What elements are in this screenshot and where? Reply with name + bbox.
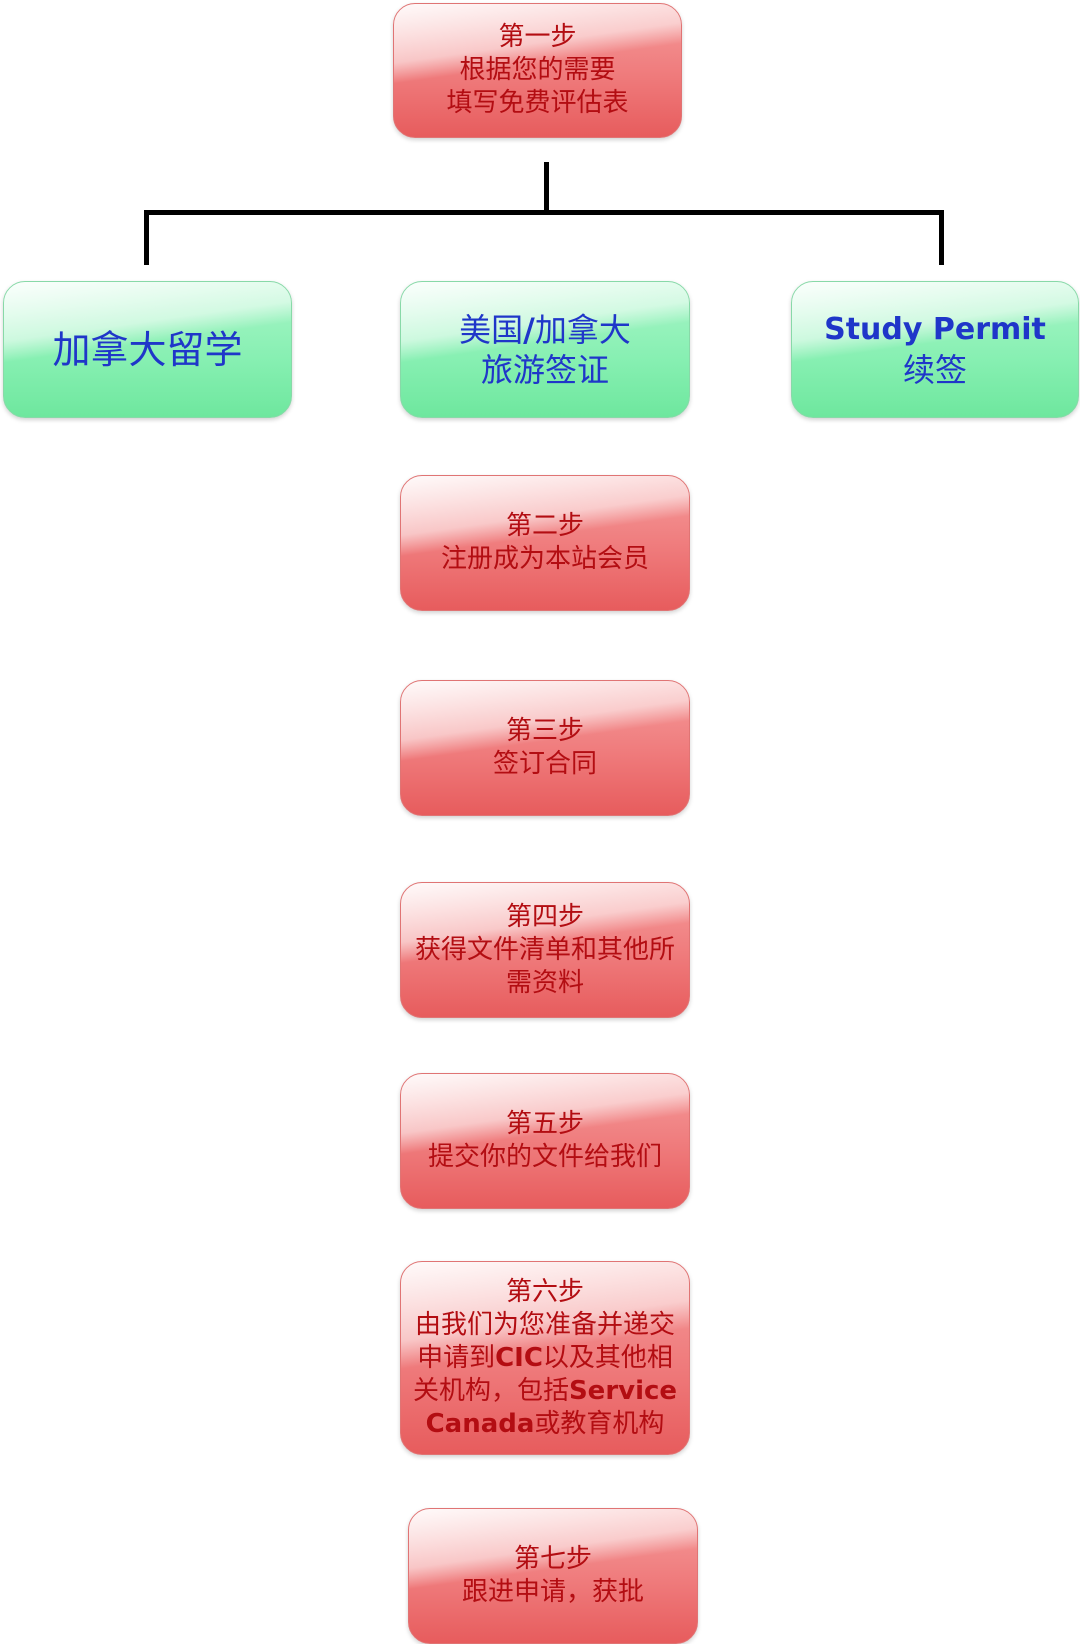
step-3-line-2: 签订合同 (492, 749, 597, 779)
step-3-box: 第三步 签订合同 (400, 680, 690, 816)
visitor-visa-slash: / (523, 310, 535, 349)
step-6-cic: CIC (495, 1342, 543, 1373)
option-study-canada: 加拿大留学 (3, 281, 292, 418)
step-6-line-4-part-a: 关机构，包括 (412, 1375, 569, 1406)
step-6-title: 第六步 (505, 1276, 584, 1307)
step-6-service: Service (568, 1375, 678, 1406)
step-2-box: 第二步 注册成为本站会员 (400, 475, 690, 611)
step-1-title: 第一步 (498, 22, 577, 52)
option-visitor-visa-line-2: 旅游签证 (480, 350, 609, 389)
step-6-line-5: Canada或教育机构 (426, 1408, 665, 1441)
option-visitor-visa: 美国/加拿大 旅游签证 (400, 281, 690, 418)
step-7-title: 第七步 (513, 1544, 592, 1574)
visitor-visa-country-us: 美国 (459, 310, 524, 349)
step-6-line-3-part-c: 以及其他相 (542, 1342, 673, 1373)
step-5-title: 第五步 (505, 1109, 584, 1139)
step-5-box: 第五步 提交你的文件给我们 (400, 1073, 690, 1209)
step-2-line-2: 注册成为本站会员 (440, 544, 649, 574)
step-4-title: 第四步 (505, 901, 584, 932)
step-6-line-5-part-b: 或教育机构 (534, 1408, 665, 1439)
visitor-visa-country-canada: 加拿大 (534, 310, 631, 349)
connector-vertical-top (544, 162, 549, 214)
step-5-line-2: 提交你的文件给我们 (427, 1142, 662, 1172)
step-1-box: 第一步 根据您的需要 填写免费评估表 (393, 3, 682, 138)
option-study-canada-label: 加拿大留学 (52, 327, 243, 372)
step-6-line-4: 关机构，包括Service (413, 1375, 677, 1408)
option-study-permit-line-2: 续签 (902, 350, 967, 389)
step-6-line-2: 由我们为您准备并递交 (414, 1309, 675, 1340)
connector-left-drop (144, 210, 149, 265)
step-6-box: 第六步 由我们为您准备并递交 申请到CIC以及其他相 关机构，包括Service… (400, 1261, 690, 1455)
step-7-box: 第七步 跟进申请，获批 (408, 1508, 698, 1644)
step-6-line-3: 申请到CIC以及其他相 (417, 1342, 673, 1375)
step-4-line-3: 需资料 (505, 967, 584, 998)
step-2-title: 第二步 (505, 511, 584, 541)
step-4-line-2: 获得文件清单和其他所 (414, 934, 675, 965)
step-6-canada: Canada (425, 1408, 535, 1439)
step-3-title: 第三步 (505, 716, 584, 746)
option-visitor-visa-line-1: 美国/加拿大 (459, 310, 631, 350)
step-1-line-3: 填写免费评估表 (446, 88, 629, 118)
option-study-permit: Study Permit 续签 (791, 281, 1079, 418)
step-7-line-2: 跟进申请，获批 (461, 1577, 644, 1607)
connector-right-drop (939, 210, 944, 265)
option-study-permit-line-1: Study Permit (824, 311, 1046, 347)
step-4-box: 第四步 获得文件清单和其他所 需资料 (400, 882, 690, 1018)
connector-horizontal (144, 210, 944, 215)
step-6-line-3-part-a: 申请到 (417, 1342, 496, 1373)
step-1-line-2: 根据您的需要 (459, 55, 616, 85)
